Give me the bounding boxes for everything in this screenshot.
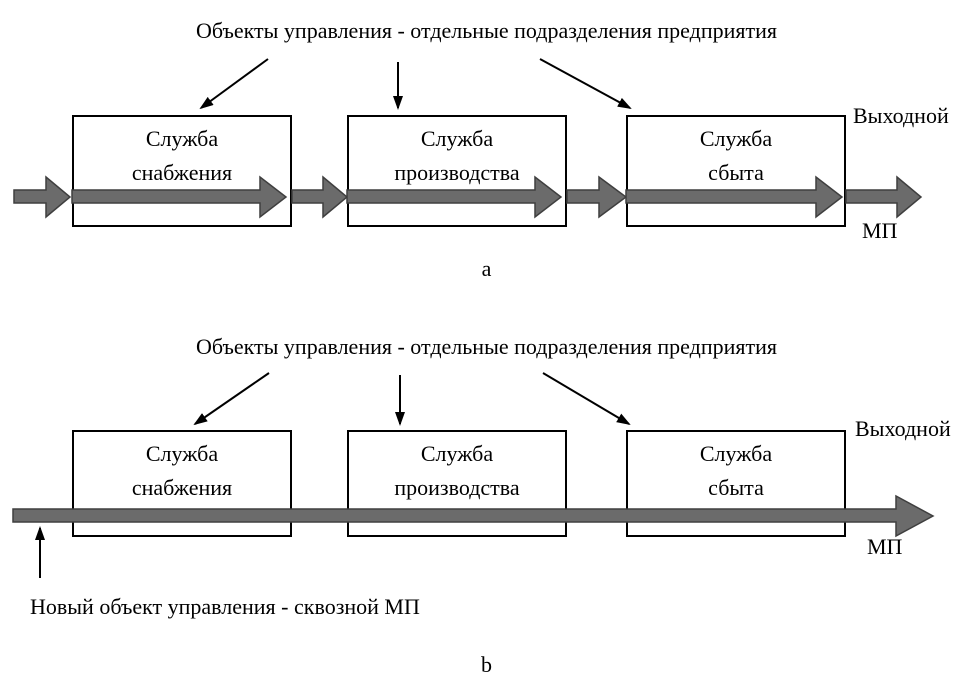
flow-arrow-input-a-icon	[13, 175, 72, 219]
output-flow-label-bottom-a: МП	[862, 218, 898, 243]
output-flow-label-top-b: Выходной	[855, 416, 951, 441]
box-sales-service-a: Служба сбыта	[626, 115, 846, 227]
flow-arrow-output-a-icon	[845, 175, 923, 219]
flow-arrow-gap2-a-icon	[566, 175, 628, 219]
diagram-b-annotation: Объекты управления - отдельные подраздел…	[195, 334, 778, 359]
box-production-service-a: Служба производства	[347, 115, 567, 227]
box-label-line1: Служба	[145, 126, 219, 151]
box-label: Служба снабжения	[74, 122, 290, 190]
box-label-line2: сбыта	[708, 160, 764, 185]
box-label: Служба сбыта	[628, 122, 844, 190]
flow-arrow-gap1-a-icon	[291, 175, 349, 219]
box-label-line2: сбыта	[708, 475, 764, 500]
output-flow-label-bottom-b: МП	[867, 534, 903, 559]
box-label: Служба снабжения	[74, 437, 290, 505]
box-sales-service-b: Служба сбыта	[626, 430, 846, 537]
box-label: Служба производства	[349, 122, 565, 190]
box-label-line2: производства	[394, 160, 520, 185]
box-label-line2: снабжения	[131, 160, 233, 185]
box-label-line1: Служба	[420, 441, 494, 466]
box-label-line2: снабжения	[131, 475, 233, 500]
new-control-object-label: Новый объект управления - сквозной МП	[30, 594, 420, 619]
output-flow-label-top-a: Выходной	[853, 103, 949, 128]
box-supply-service-b: Служба снабжения	[72, 430, 292, 537]
diagram-a-caption: a	[481, 256, 492, 281]
annotation-arrow-right-a-icon	[539, 58, 632, 109]
box-production-service-b: Служба производства	[347, 430, 567, 537]
box-label-line1: Служба	[699, 126, 773, 151]
box-label-line1: Служба	[145, 441, 219, 466]
box-label-line1: Служба	[699, 441, 773, 466]
box-supply-service-a: Служба снабжения	[72, 115, 292, 227]
annotation-arrow-right-b-icon	[542, 372, 631, 426]
box-label: Служба сбыта	[628, 437, 844, 505]
diagram-a-annotation: Объекты управления - отдельные подраздел…	[195, 18, 778, 43]
annotation-arrow-left-a-icon	[199, 58, 269, 110]
box-label-line2: производства	[394, 475, 520, 500]
annotation-arrow-left-b-icon	[193, 372, 270, 426]
box-label: Служба производства	[349, 437, 565, 505]
diagram-b-caption: b	[481, 652, 492, 677]
box-label-line1: Служба	[420, 126, 494, 151]
